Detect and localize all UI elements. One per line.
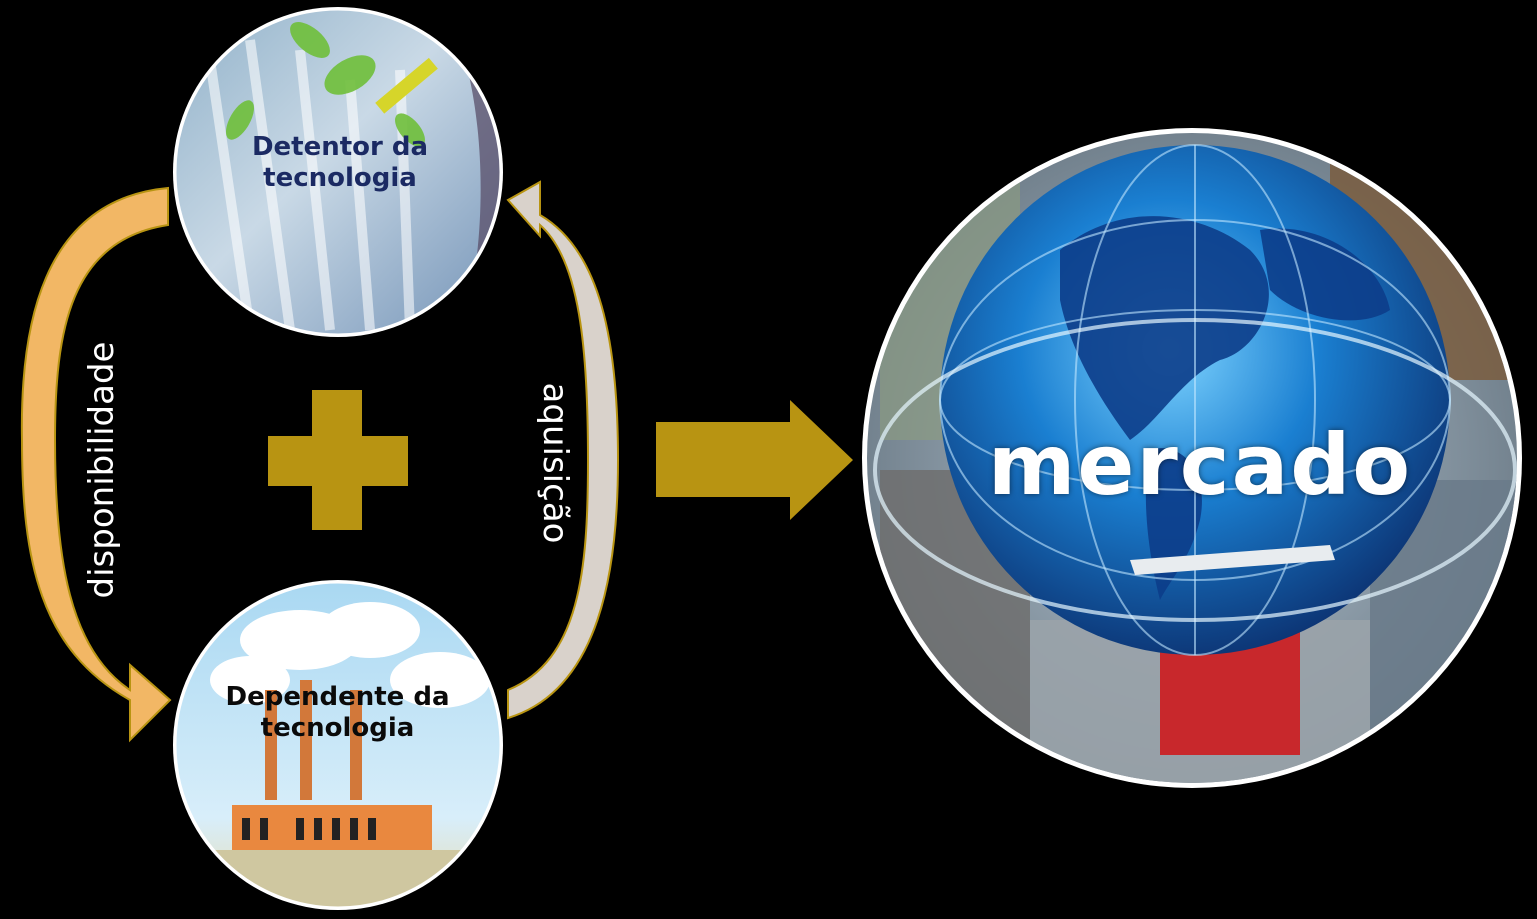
disponibilidade-label: disponibilidade xyxy=(82,341,122,599)
aquisicao-label: aquisição xyxy=(535,382,575,544)
mercado-label: mercado xyxy=(987,416,1413,514)
factory-smokestack-icon xyxy=(175,582,501,908)
mercado-node xyxy=(862,128,1522,788)
dependente-label: Dependente da tecnologia xyxy=(225,682,450,744)
detentor-node xyxy=(173,7,503,337)
aquisicao-arrow xyxy=(506,180,620,720)
right-arrow-icon xyxy=(656,400,853,520)
plus-icon xyxy=(268,390,408,530)
dependente-node xyxy=(173,580,503,910)
detentor-label: Detentor da tecnologia xyxy=(251,132,429,194)
disponibilidade-arrow xyxy=(20,186,172,743)
